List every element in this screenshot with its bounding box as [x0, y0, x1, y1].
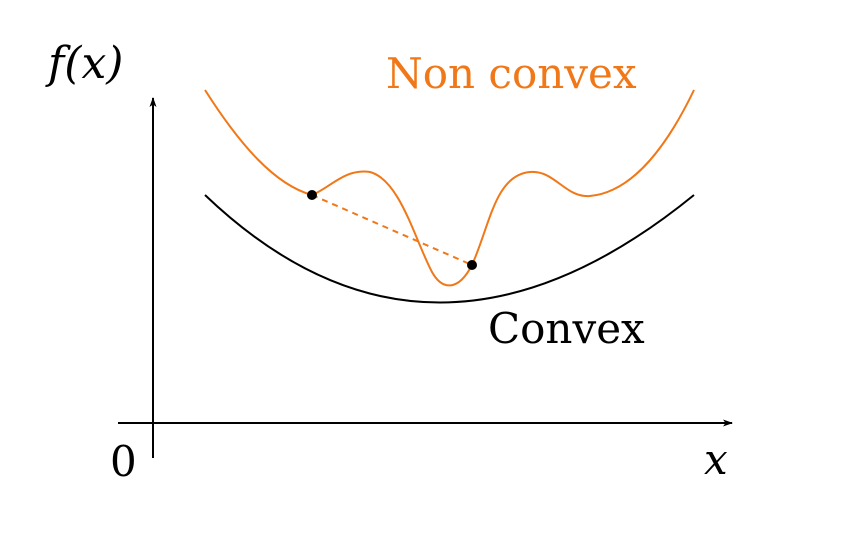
chord-point-left: [307, 190, 317, 200]
convex-label: Convex: [488, 304, 645, 353]
convex-curve: [204, 194, 695, 304]
chord-point-right: [467, 260, 477, 270]
y-axis-label: f(x): [45, 38, 123, 89]
x-axis-label: x: [704, 435, 728, 484]
chord-dashed-line: [311, 194, 473, 266]
non-convex-curve: [204, 89, 695, 287]
non-convex-label: Non convex: [386, 49, 637, 98]
origin-label: 0: [110, 437, 137, 486]
